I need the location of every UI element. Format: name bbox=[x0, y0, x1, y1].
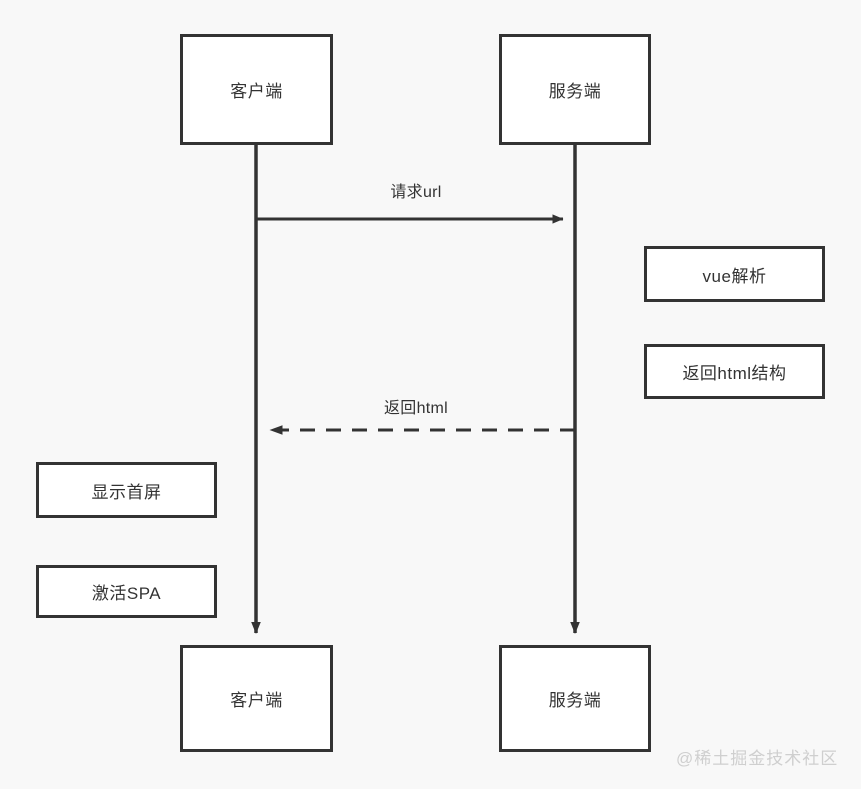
note-label-activate-spa: 激活SPA bbox=[91, 584, 162, 603]
participant-box-client-top[interactable]: 客户端 bbox=[180, 34, 333, 145]
note-label-return-html-structure: 返回html结构 bbox=[682, 364, 787, 383]
note-box-vue-parse[interactable]: vue解析 bbox=[644, 246, 825, 302]
message-label-return-html: 返回html bbox=[383, 400, 449, 417]
note-label-vue-parse: vue解析 bbox=[702, 266, 767, 286]
note-box-show-first-screen[interactable]: 显示首屏 bbox=[36, 462, 217, 518]
participant-box-client-bottom[interactable]: 客户端 bbox=[180, 645, 333, 752]
participant-label-server-top: 服务端 bbox=[548, 82, 602, 101]
note-box-activate-spa[interactable]: 激活SPA bbox=[36, 565, 217, 618]
participant-label-client-top: 客户端 bbox=[230, 82, 283, 101]
note-label-show-first-screen: 显示首屏 bbox=[91, 482, 162, 502]
participant-box-server-bottom[interactable]: 服务端 bbox=[499, 645, 651, 752]
message-label-request-url: 请求url bbox=[390, 184, 442, 201]
participant-box-server-top[interactable]: 服务端 bbox=[499, 34, 651, 145]
participant-label-client-bottom: 客户端 bbox=[230, 691, 283, 710]
note-box-return-html-structure[interactable]: 返回html结构 bbox=[644, 344, 825, 399]
participant-label-server-bottom: 服务端 bbox=[548, 691, 602, 710]
watermark-text: @稀土掘金技术社区 bbox=[676, 749, 839, 768]
